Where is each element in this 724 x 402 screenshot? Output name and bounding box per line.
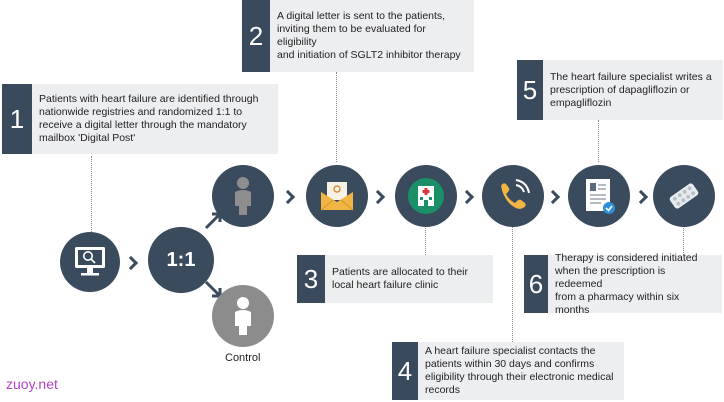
step-5-text: The heart failure specialist writes a pr… [550, 70, 712, 109]
step-2-number: 2 [242, 0, 270, 72]
hospital-icon [408, 178, 444, 214]
step-5-box: 5 The heart failure specialist writes a … [517, 60, 723, 120]
step-2-text: A digital letter is sent to the patients… [277, 10, 461, 61]
step-6-number: 6 [524, 255, 548, 313]
arrow-right-icon [633, 189, 649, 205]
step-6-box: 6 Therapy is considered initiated when t… [524, 251, 722, 316]
connector-4 [512, 210, 513, 342]
step-4-number: 4 [392, 342, 418, 400]
watermark: zuoy.net [6, 376, 58, 392]
randomization-circle: 1:1 [148, 227, 214, 293]
step-4-box: 4 A heart failure specialist contacts th… [392, 342, 624, 400]
connector-2 [336, 72, 337, 162]
pill-pack-icon [669, 183, 699, 209]
digital-letter-circle [306, 165, 368, 227]
intervention-group-circle [212, 165, 274, 227]
step-3-text: Patients are allocated to their local he… [332, 266, 468, 291]
arrow-right-icon [123, 255, 139, 271]
step-1-text: Patients with heart failure are identifi… [39, 93, 259, 144]
step-5-number: 5 [517, 60, 543, 120]
arrow-right-icon [370, 189, 386, 205]
phone-icon [501, 179, 530, 209]
registry-search-circle [60, 232, 120, 292]
specialist-contact-circle [482, 165, 544, 227]
connector-1 [91, 156, 92, 234]
arrow-right-icon [545, 189, 561, 205]
person-icon [235, 297, 251, 335]
connector-5 [598, 120, 599, 162]
step-4-text: A heart failure specialist contacts the … [425, 345, 614, 396]
envelope-icon [320, 182, 354, 211]
connector-3 [425, 205, 426, 255]
step-1-box: 1 Patients with heart failure are identi… [2, 84, 278, 154]
connector-6 [683, 210, 684, 255]
computer-search-icon [75, 247, 105, 276]
ratio-label: 1:1 [166, 248, 196, 271]
step-3-box: 3 Patients are allocated to their local … [297, 255, 493, 303]
step-3-number: 3 [297, 255, 325, 303]
arrow-right-icon [280, 189, 296, 205]
step-2-box: 2 A digital letter is sent to the patien… [242, 0, 474, 72]
heart-failure-clinic-circle [395, 165, 457, 227]
control-label: Control [225, 352, 261, 364]
pharmacy-pills-circle [653, 165, 715, 227]
step-1-number: 1 [2, 84, 32, 154]
person-icon [235, 177, 251, 215]
prescription-circle [568, 165, 630, 227]
arrow-right-icon [459, 189, 475, 205]
control-group-circle [212, 285, 274, 347]
step-6-text: Therapy is considered initiated when the… [555, 251, 698, 316]
prescription-document-icon [586, 179, 615, 214]
